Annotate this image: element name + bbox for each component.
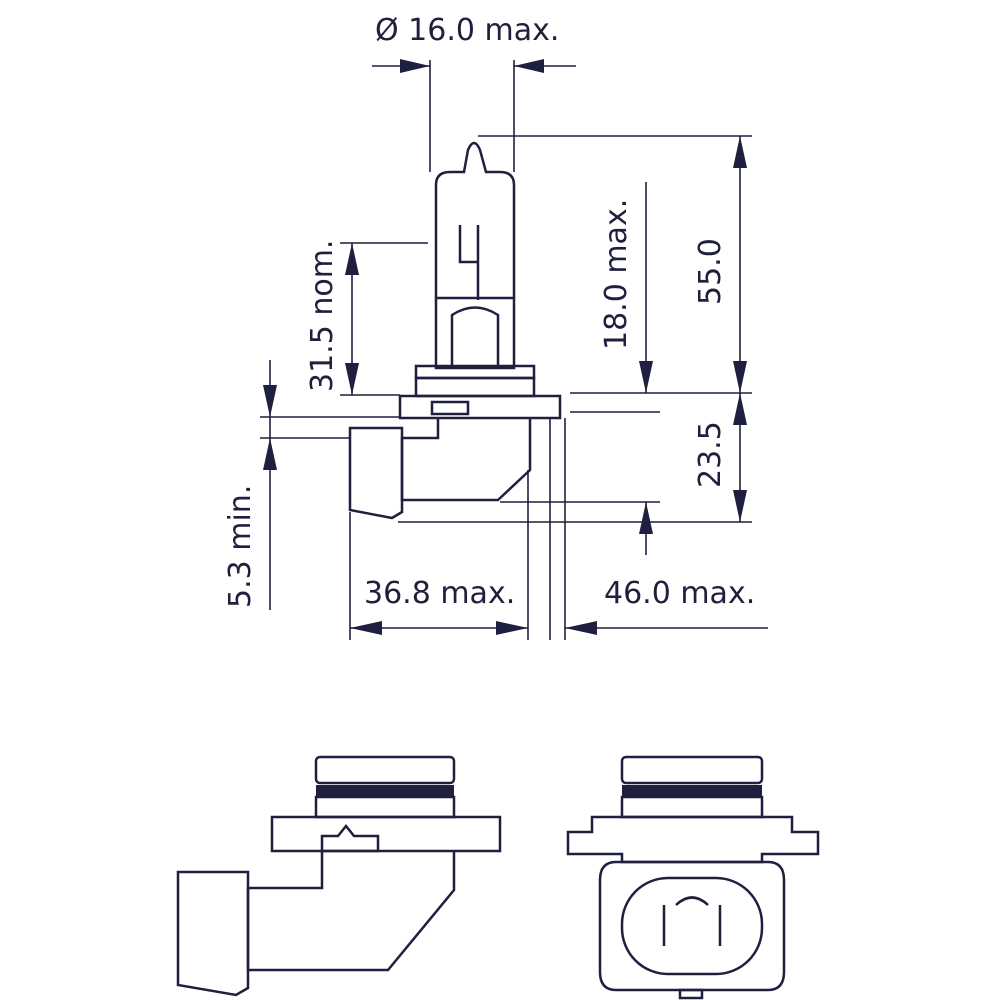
neck-inner [450, 306, 500, 368]
front-latch-tab [678, 988, 704, 1000]
dim-width-right: 46.0 max. [604, 576, 755, 611]
dim-lower-height: 23.5 [693, 421, 728, 488]
collar-ring [414, 376, 536, 398]
front-housing [598, 860, 786, 992]
base-connector-body [246, 851, 456, 972]
filament [458, 225, 480, 300]
dim-total-top: 55.0 [693, 238, 728, 305]
base-ring-top [314, 755, 456, 785]
flange [398, 394, 562, 420]
front-ring-lower [620, 795, 764, 819]
base-ring-lower [314, 795, 456, 819]
front-flange [566, 815, 820, 864]
base-seal-ring [316, 785, 454, 797]
base-side-view [176, 755, 502, 997]
bulb-side-view [348, 141, 562, 520]
dim-nominal-height: 31.5 nom. [305, 240, 340, 392]
front-seal-ring [622, 785, 762, 797]
dim-diameter: Ø 16.0 max. [375, 13, 559, 48]
connector-body [400, 418, 532, 502]
dimension-lines [260, 59, 768, 640]
glass-envelope [434, 141, 516, 298]
base-front-view [566, 755, 820, 1000]
flange-notch [430, 400, 470, 416]
connector-plug [348, 426, 404, 520]
base-flange [270, 815, 502, 853]
dim-min-offset: 5.3 min. [223, 485, 258, 608]
base-connector-plug [176, 870, 250, 997]
bulb-neck [434, 296, 516, 370]
front-ring-top [620, 755, 764, 785]
socket-key [675, 896, 709, 906]
dim-bulb-height: 18.0 max. [599, 199, 634, 350]
front-connector-socket [620, 876, 764, 976]
dim-width-left: 36.8 max. [364, 576, 515, 611]
base-flange-key [320, 823, 380, 853]
